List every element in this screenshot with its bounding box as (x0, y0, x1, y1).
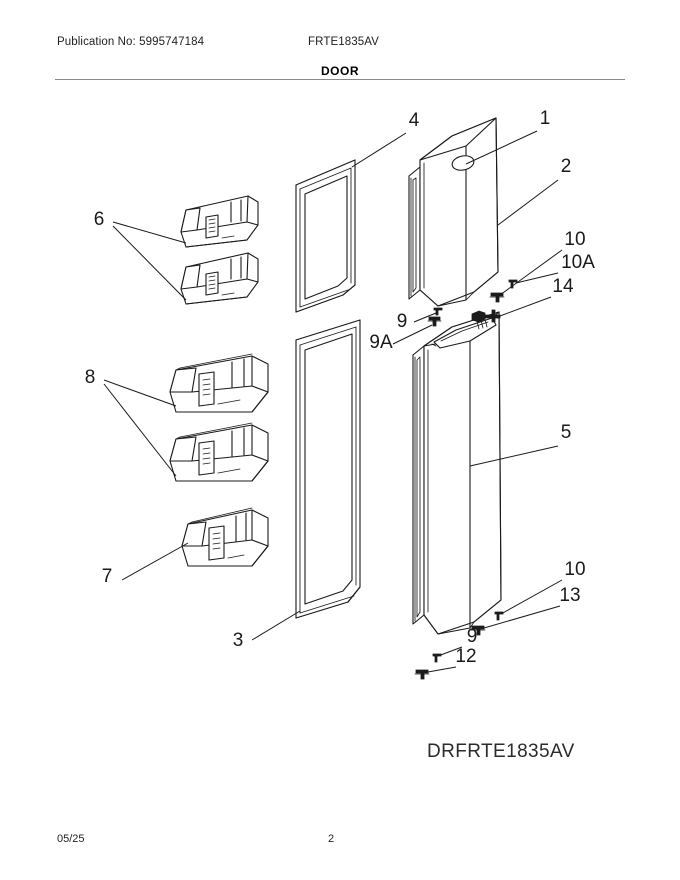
callout-5: 5 (561, 422, 572, 443)
footer-page-number: 2 (328, 833, 335, 845)
part-screw-12 (414, 669, 430, 680)
callout-6: 6 (94, 209, 105, 230)
part-small-bin-lower (180, 252, 259, 305)
callout-10a: 10A (561, 252, 595, 273)
part-screw-9a (427, 316, 442, 327)
callout-14: 14 (552, 276, 574, 297)
callout-10-lower: 10 (564, 559, 585, 580)
part-small-bin-upper (180, 195, 259, 248)
callout-4: 4 (409, 110, 420, 131)
callout-2: 2 (561, 156, 572, 177)
callout-9-lower: 9 (467, 626, 478, 647)
page-title: DOOR (321, 64, 359, 78)
callout-9a: 9A (369, 332, 393, 353)
callout-3: 3 (233, 630, 244, 651)
publication-number: Publication No: 5995747184 (57, 36, 205, 48)
part-freezer-door-gasket (295, 159, 356, 313)
diagram-model-label: DRFRTE1835AV (427, 741, 575, 762)
part-refrigerator-door-panel (412, 311, 502, 635)
part-pin-10a (508, 279, 518, 289)
part-bolt-14 (471, 309, 501, 323)
callout-12: 12 (455, 646, 476, 667)
part-refrigerator-door-gasket (295, 319, 361, 619)
part-screw-10-upper (489, 292, 505, 303)
part-large-bin-lower (169, 422, 269, 482)
header-divider (55, 79, 625, 80)
header-model-code: FRTE1835AV (308, 36, 379, 48)
part-lower-bin (181, 507, 269, 567)
part-screw-13 (470, 625, 486, 636)
footer-date: 05/25 (57, 833, 85, 845)
callout-8: 8 (85, 367, 96, 388)
callout-10-upper: 10 (564, 229, 585, 250)
part-large-bin-upper (169, 353, 269, 413)
part-pin-9-upper (433, 307, 443, 316)
callout-13: 13 (559, 585, 580, 606)
callout-7: 7 (102, 566, 113, 587)
callout-9-upper: 9 (397, 311, 408, 332)
callout-1: 1 (540, 108, 551, 129)
callout-labels: 1 2 3 4 5 6 7 8 9A 9 9 10 10A 12 13 14 1… (85, 108, 596, 667)
part-freezer-door-panel (408, 117, 499, 307)
